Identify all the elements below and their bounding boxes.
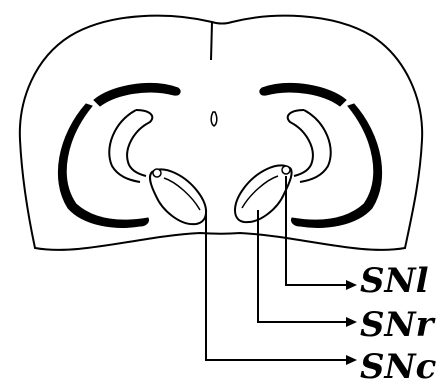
left-upper-tract xyxy=(94,84,180,106)
right-inner-arc-inner xyxy=(288,110,313,176)
right-sn-lateral-marker xyxy=(282,166,290,174)
right-substantia-nigra-inner xyxy=(242,176,278,208)
snc-arrowhead xyxy=(346,355,357,365)
left-sn-lateral-marker xyxy=(153,169,161,177)
right-lateral-tract xyxy=(291,104,381,227)
label-snl: SNl xyxy=(360,264,429,298)
right-upper-tract xyxy=(260,84,346,106)
midline-fissure xyxy=(211,22,212,60)
snr-arrowhead xyxy=(346,317,357,327)
label-snr: SNr xyxy=(360,308,434,342)
left-substantia-nigra-inner xyxy=(164,178,200,210)
label-snc: SNc xyxy=(360,350,436,384)
left-inner-arc-inner xyxy=(127,110,152,176)
snl-leader-line xyxy=(286,176,350,285)
left-lateral-tract xyxy=(58,104,148,227)
snl-arrowhead xyxy=(346,280,357,290)
midline-ventricle xyxy=(211,112,217,126)
right-substantia-nigra xyxy=(235,165,292,222)
left-substantia-nigra xyxy=(150,169,206,224)
